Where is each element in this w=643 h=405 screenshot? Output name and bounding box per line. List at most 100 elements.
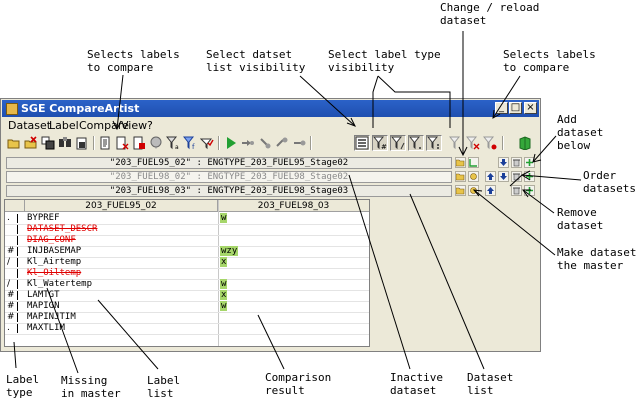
menu-view[interactable]: View (121, 119, 148, 132)
move-up-icon[interactable] (485, 171, 496, 182)
step-end-icon[interactable] (291, 135, 307, 151)
filter-f-icon[interactable]: f (182, 135, 198, 151)
menu-help[interactable]: ? (147, 119, 153, 132)
label-name[interactable]: BYPREF (27, 213, 60, 223)
dataset-row-2-inactive[interactable]: "203_FUEL98_02" : ENGTYPE_203_FUEL98_Sta… (6, 171, 452, 183)
filter-hash-icon[interactable]: # (372, 135, 388, 151)
comparison-result-cell[interactable]: x (220, 257, 228, 267)
comparison-result-cell[interactable] (220, 323, 222, 333)
filter-clear-icon[interactable] (448, 135, 464, 151)
label-name[interactable]: Kl_Airtemp (27, 257, 82, 267)
comparison-result-cell[interactable]: x (220, 290, 228, 300)
filter-slash-icon[interactable] (390, 135, 406, 151)
document-icon[interactable] (97, 135, 113, 151)
annotation-selects-labels-right: Selects labels to compare (503, 48, 596, 74)
comparison-result-cell[interactable]: w (220, 279, 228, 289)
svg-text:#: # (381, 143, 387, 150)
move-up-icon[interactable] (485, 185, 496, 196)
remove-dataset-icon[interactable] (511, 185, 522, 196)
document-red-icon[interactable] (131, 135, 147, 151)
svg-text:a: a (175, 144, 179, 150)
comparison-result-cell[interactable] (220, 224, 222, 234)
label-name[interactable]: LAMTGT (27, 290, 60, 300)
annotation-label-type: Label type (6, 373, 40, 399)
select-all-icon[interactable] (40, 135, 56, 151)
add-dataset-icon[interactable] (524, 157, 535, 168)
minimize-button[interactable]: _ (495, 102, 508, 114)
check-filter-icon[interactable] (199, 135, 215, 151)
move-down-icon[interactable] (498, 171, 509, 182)
table-row[interactable]: .MAXTLIM (5, 323, 369, 334)
filter-dot-icon[interactable] (408, 135, 424, 151)
table-row[interactable]: DIAG_CONF (5, 235, 369, 246)
comparison-result-cell[interactable] (220, 268, 222, 278)
book-icon[interactable] (517, 135, 533, 151)
annotation-change-reload: Change / reload dataset (440, 1, 540, 27)
label-name[interactable]: Kl_Watertemp (27, 279, 93, 289)
maximize-button[interactable]: □ (509, 102, 522, 114)
menu-label[interactable]: Label (49, 119, 79, 132)
label-name[interactable]: DIAG_CONF (27, 235, 76, 245)
compare-icon[interactable] (57, 135, 73, 151)
row-separator (5, 290, 369, 291)
comparison-result-cell[interactable] (220, 235, 222, 245)
filter-red-icon[interactable] (482, 135, 498, 151)
label-name[interactable]: Kl_Oiltemp (27, 268, 82, 278)
row-separator (5, 312, 369, 313)
table-row[interactable]: #MAPINJTIM (5, 312, 369, 323)
comparison-result-cell[interactable] (220, 312, 222, 322)
close-dataset-icon[interactable] (23, 135, 39, 151)
label-name[interactable]: MAPIGN (27, 301, 60, 311)
dataset-row-3[interactable]: "203_FUEL98_03" : ENGTYPE_203_FUEL98_Sta… (6, 185, 452, 197)
menu-dataset[interactable]: Dataset (8, 119, 52, 132)
change-dataset-icon[interactable] (455, 171, 466, 182)
table-row[interactable]: Kl_Oiltemp (5, 268, 369, 279)
label-name[interactable]: MAPINJTIM (27, 312, 76, 322)
label-name[interactable]: INJBASEMAP (27, 246, 82, 256)
document-remove-icon[interactable] (114, 135, 130, 151)
filter-x-icon[interactable] (465, 135, 481, 151)
filter-a-icon[interactable]: a (165, 135, 181, 151)
dataset-list-toggle-icon[interactable] (354, 135, 370, 151)
close-button[interactable]: × (524, 102, 537, 114)
step-icon[interactable] (240, 135, 256, 151)
open-folder-icon[interactable] (6, 135, 22, 151)
label-name[interactable]: DATASET_DESCR (27, 224, 98, 234)
filter-dataset-icon[interactable] (74, 135, 90, 151)
add-dataset-icon[interactable] (524, 185, 535, 196)
make-master-icon[interactable] (468, 185, 479, 196)
row-separator (5, 334, 369, 335)
comparison-result-cell[interactable]: w (220, 301, 228, 311)
move-down-icon[interactable] (498, 157, 509, 168)
step-right-icon[interactable] (274, 135, 290, 151)
change-dataset-icon[interactable] (455, 185, 466, 196)
annotation-select-label-type: Select label type visibility (328, 48, 441, 74)
annotation-missing-in-master: Missing in master (61, 374, 121, 400)
make-master-icon[interactable] (468, 157, 479, 168)
title-bar: SGE CompareArtist _ □ × (2, 100, 539, 117)
change-dataset-icon[interactable] (455, 157, 466, 168)
dataset-row-1[interactable]: "203_FUEL95_02" : ENGTYPE_203_FUEL95_Sta… (6, 157, 452, 169)
run-icon[interactable] (223, 135, 239, 151)
table-row[interactable]: DATASET_DESCR (5, 224, 369, 235)
comparison-result-cell[interactable]: w (220, 213, 228, 223)
make-master-icon[interactable] (468, 171, 479, 182)
comparison-result-cell[interactable]: wzy (220, 246, 239, 256)
step-down-icon[interactable] (257, 135, 273, 151)
filter-colon-icon[interactable] (426, 135, 442, 151)
remove-dataset-icon[interactable] (511, 157, 522, 168)
row-divider (17, 280, 18, 289)
column-header-master[interactable]: 203_FUEL95_02 (25, 200, 218, 212)
annotation-make-master: Make dataset the master (557, 246, 637, 272)
column-header-dataset[interactable]: 203_FUEL98_03 (218, 200, 369, 212)
balloon-icon[interactable] (148, 135, 164, 151)
add-dataset-icon[interactable] (524, 171, 535, 182)
remove-dataset-icon[interactable] (511, 171, 522, 182)
label-name[interactable]: MAXTLIM (27, 323, 65, 333)
